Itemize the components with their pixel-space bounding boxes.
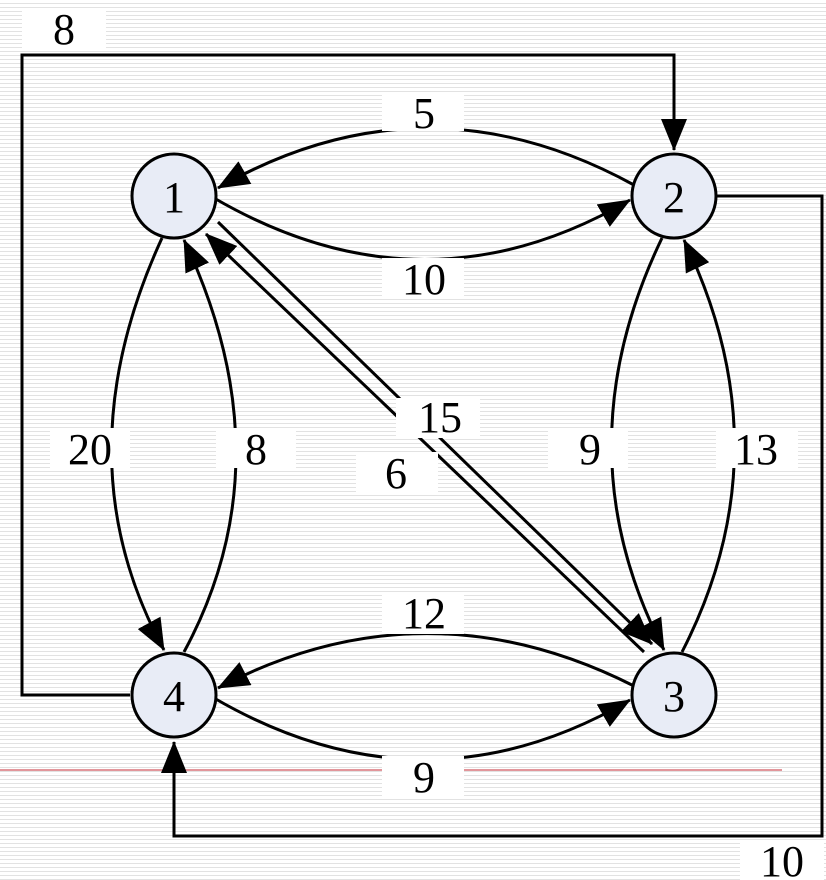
edge-label-bg-1-3: [356, 452, 438, 492]
node-label-4: 4: [163, 672, 185, 721]
edge-label-1-4: 20: [68, 425, 112, 474]
edge-label-bg-1-2: [382, 258, 464, 298]
edge-4-2: [20, 53, 687, 697]
edge-label-bg-4-1: [216, 428, 296, 468]
edge-label-1-2: 10: [402, 255, 446, 304]
edge-label-bg-3-1: [396, 398, 480, 438]
edge-label-bg-2-4: [740, 842, 824, 880]
node-3: [630, 651, 718, 739]
edge-label-bg-1-4: [50, 428, 130, 468]
edge-label-4-1: 8: [245, 425, 267, 474]
edge-2-4: [161, 194, 824, 838]
node-label-1: 1: [163, 173, 185, 222]
edge-label-bg-3-2: [716, 428, 798, 468]
edge-4-3: [213, 696, 631, 761]
node-4: [130, 651, 218, 739]
edge-label-4-3: 9: [413, 753, 435, 802]
node-1: [130, 152, 218, 240]
edge-label-bg-2-1: [382, 93, 464, 131]
edge-label-2-4: 10: [760, 837, 804, 880]
edge-3-4: [217, 632, 635, 690]
node-label-3: 3: [663, 672, 685, 721]
edge-label-3-4: 12: [402, 589, 446, 638]
node-label-2: 2: [663, 173, 685, 222]
edge-label-1-3: 6: [385, 449, 407, 498]
edge-label-4-2: 8: [53, 5, 75, 54]
edge-label-3-1: 15: [418, 393, 462, 442]
edge-label-bg-4-2: [22, 8, 106, 48]
edge-label-2-3: 9: [579, 425, 601, 474]
edge-label-bg-2-3: [548, 428, 628, 468]
edge-label-3-2: 13: [734, 425, 778, 474]
edge-label-2-1: 5: [413, 89, 435, 138]
edge-3-1: [204, 232, 646, 654]
edge-label-bg-4-3: [382, 756, 464, 796]
edge-label-bg-3-4: [382, 594, 464, 634]
edge-1-2: [213, 196, 631, 261]
node-2: [630, 152, 718, 240]
